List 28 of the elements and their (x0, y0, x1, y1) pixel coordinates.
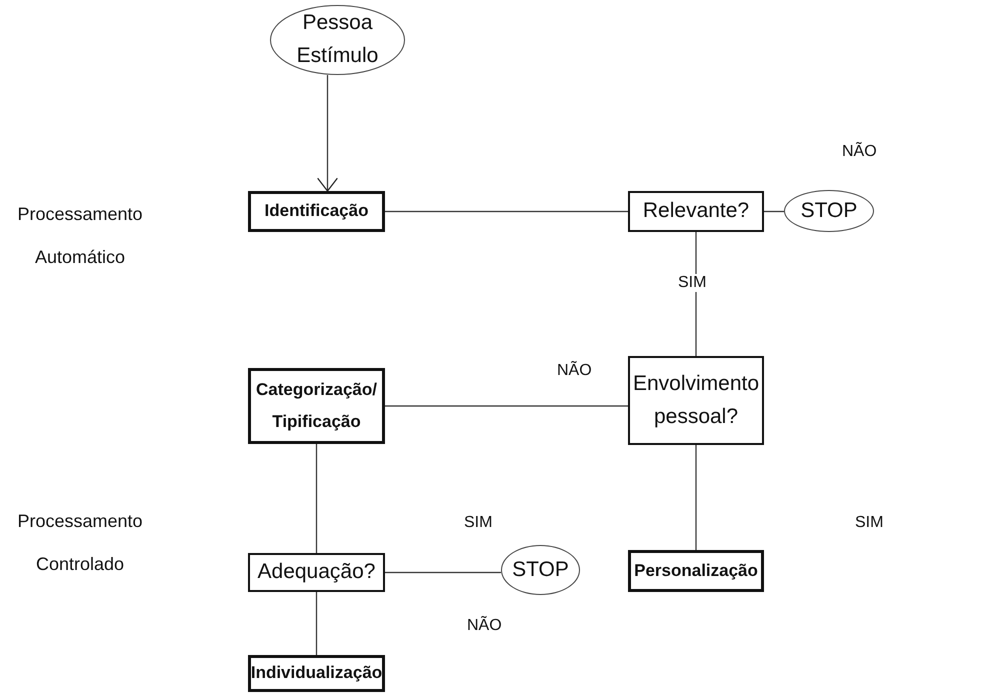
node-text: Categorização/ Tipificação (255, 378, 378, 433)
side-label: Processamento Automático (16, 203, 144, 270)
edge-label: SIM (676, 274, 708, 292)
connector-line (385, 210, 628, 212)
node-text: STOP (800, 198, 858, 224)
node-text: Adequação? (258, 559, 376, 586)
node-text: Envolvimento pessoal? (632, 370, 760, 430)
process-box (248, 553, 385, 592)
process-box (628, 550, 764, 592)
connector-line (385, 405, 628, 407)
node-text: Identificação (264, 200, 368, 222)
node-text: Individualização (250, 662, 382, 684)
process-box (248, 368, 385, 444)
process-box (628, 356, 764, 445)
process-box (248, 655, 385, 692)
side-label: Processamento Controlado (16, 510, 144, 576)
connector-line (695, 445, 697, 550)
connector-line (385, 572, 501, 574)
node-text: Personalização (634, 560, 758, 582)
node-text: Relevante? (642, 198, 750, 224)
connector-line (316, 75, 338, 192)
connector-line (316, 444, 318, 553)
node-text: STOP (512, 556, 569, 583)
process-box (628, 191, 764, 232)
process-box (248, 191, 385, 232)
connector-line (764, 210, 784, 212)
connector-line (316, 592, 318, 655)
node-text: Pessoa Estímulo (296, 10, 380, 69)
